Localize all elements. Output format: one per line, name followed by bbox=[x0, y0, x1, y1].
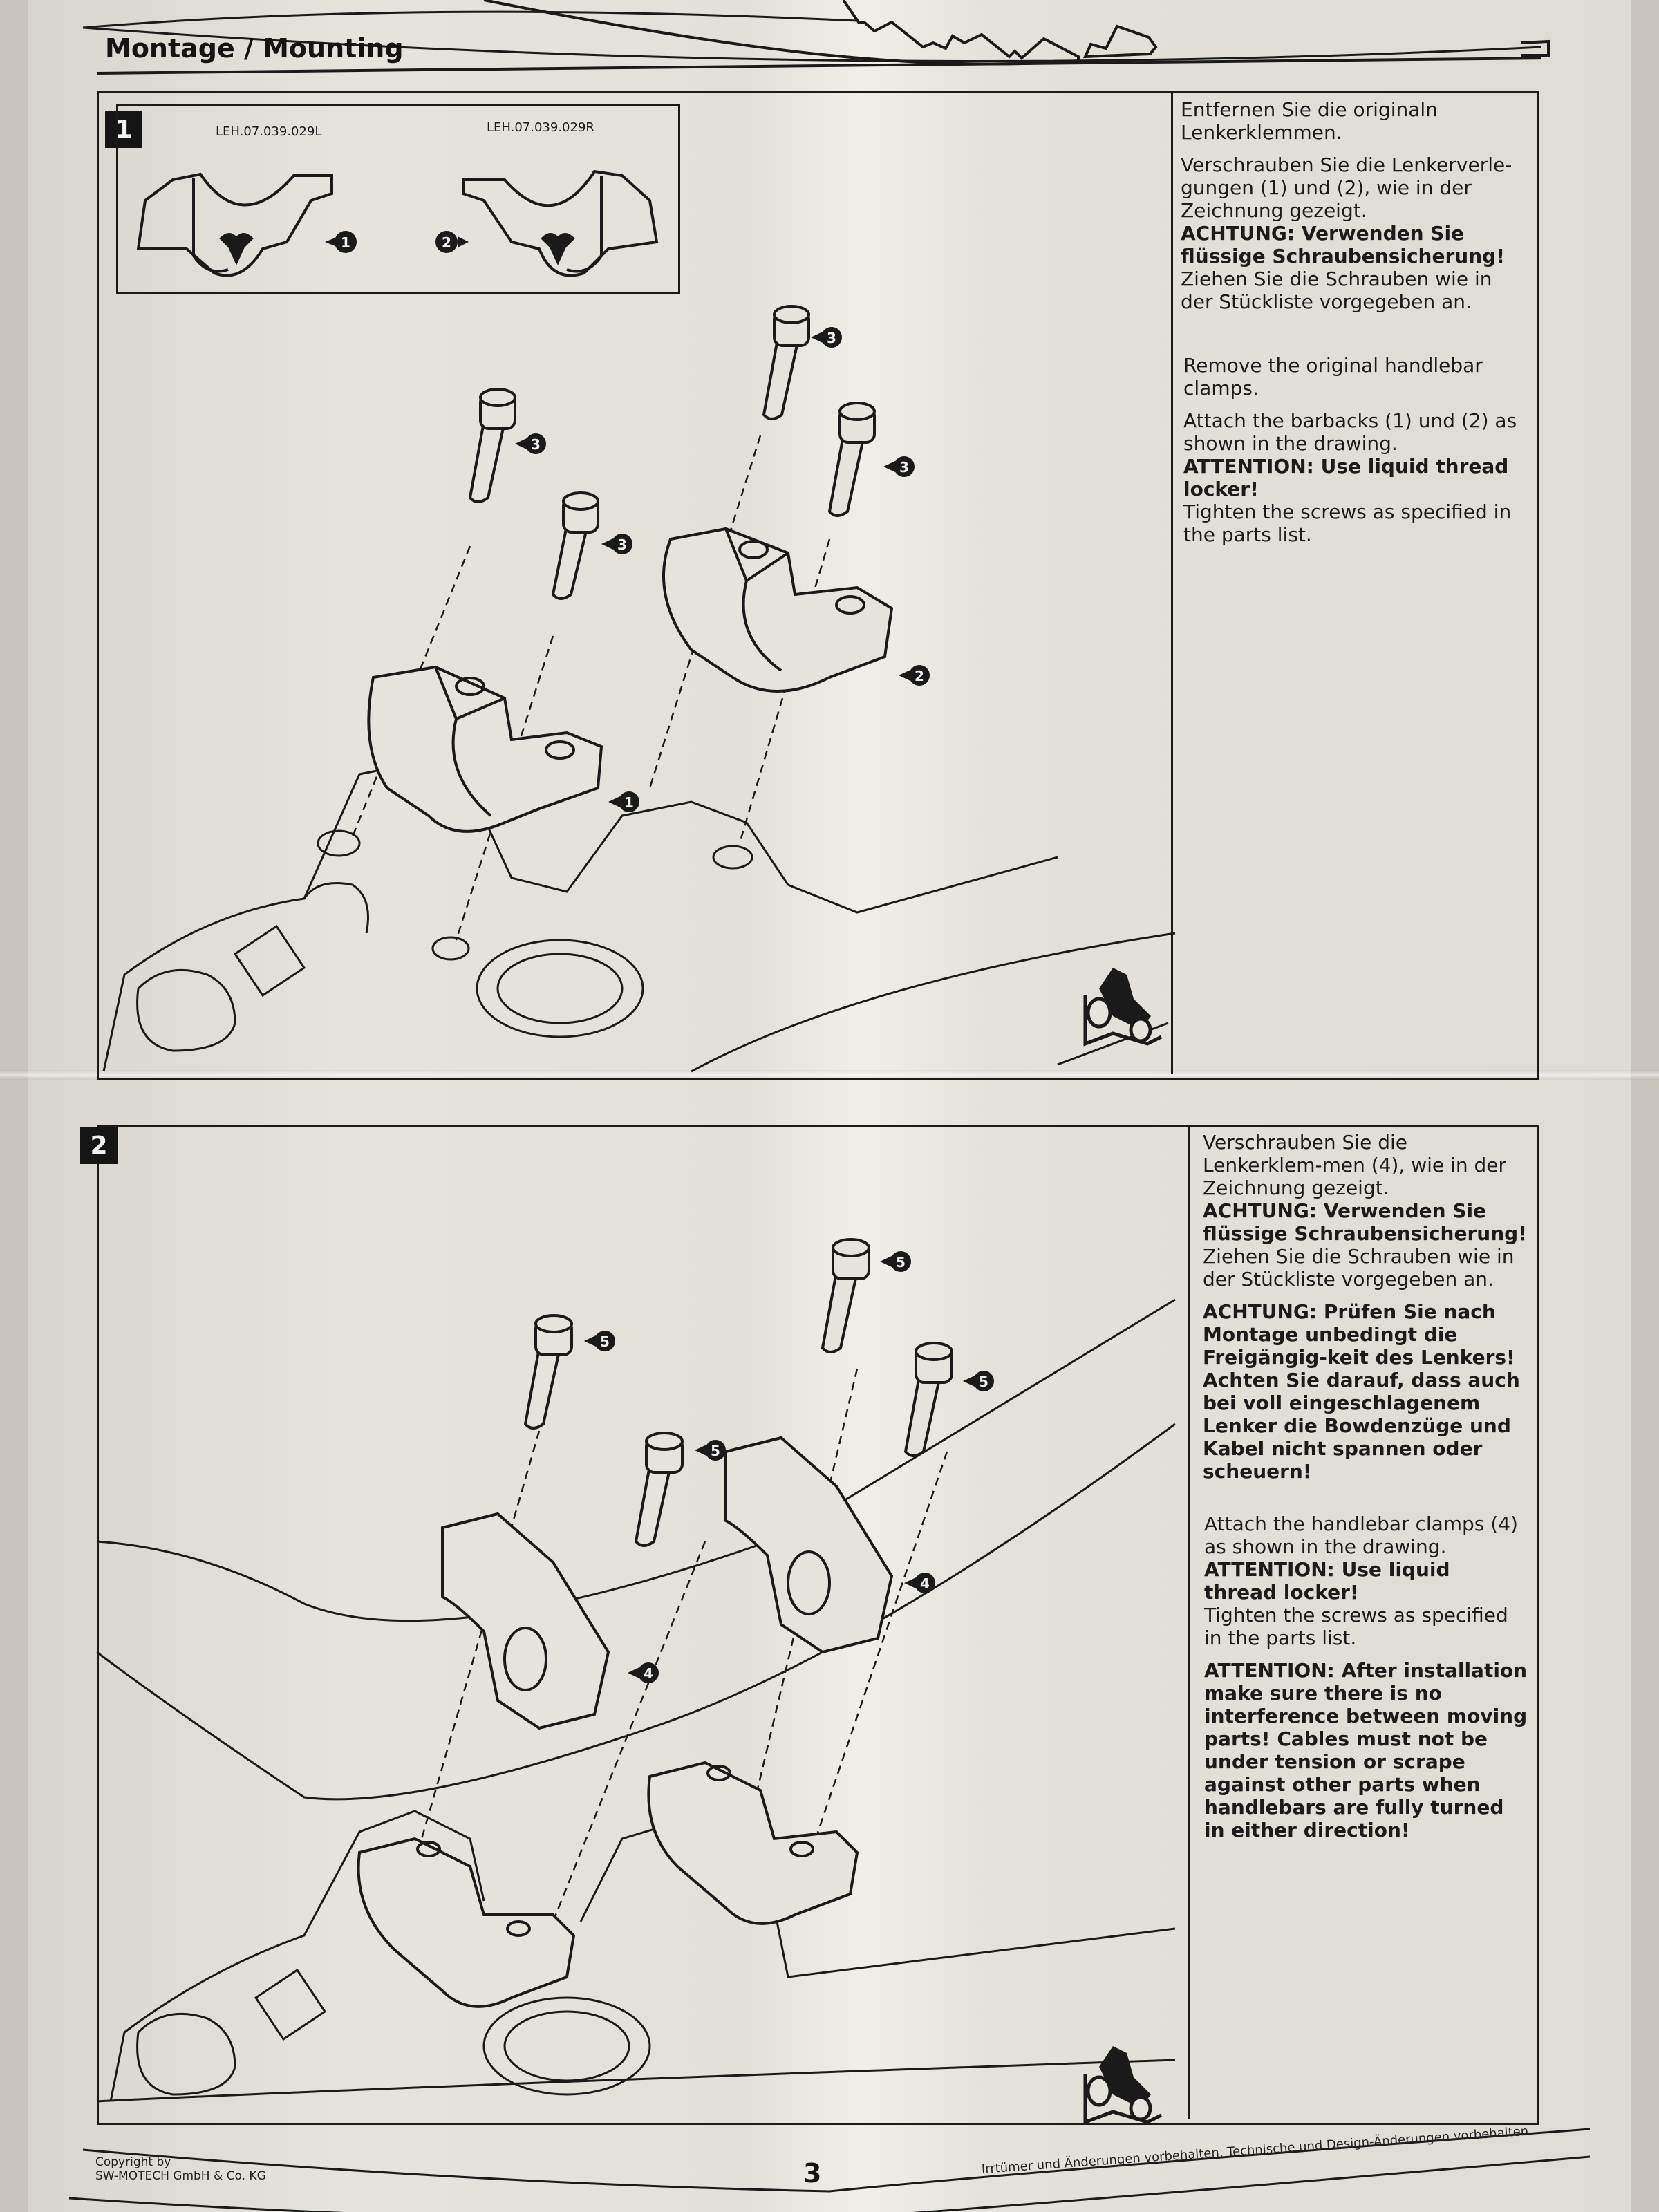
step-2-text-de: Verschrauben Sie die Lenkerklem-men (4),… bbox=[1203, 1131, 1528, 1492]
copyright-notice: Copyright by SW-MOTECH GmbH & Co. KG bbox=[95, 2155, 266, 2183]
warning-de-1: ACHTUNG: Verwenden Sie flüssige Schraube… bbox=[1203, 1199, 1527, 1245]
motorcycle-rider-icon bbox=[1083, 968, 1163, 1047]
copyright-line-1: Copyright by bbox=[95, 2155, 171, 2169]
callout-marker-icon: 4 bbox=[628, 1662, 659, 1683]
svg-text:4: 4 bbox=[920, 1575, 930, 1592]
step-2-assembly-drawing: 5 5 5 5 4 4 bbox=[96, 1238, 1176, 2125]
callout-marker-icon: 1 bbox=[608, 791, 639, 812]
installed-barbacks bbox=[357, 1761, 859, 2008]
warning-en-2: ATTENTION: After installation make sure … bbox=[1204, 1659, 1528, 1841]
callout-marker-icon: 3 bbox=[883, 456, 915, 477]
page-title: Montage / Mounting bbox=[105, 33, 404, 64]
screw-icon bbox=[762, 305, 810, 420]
callout-marker-icon: 5 bbox=[695, 1440, 726, 1461]
step-2-badge: 2 bbox=[80, 1127, 118, 1164]
callout-markers-step-2: 5 5 5 5 4 4 bbox=[584, 1251, 994, 1683]
instruction-de-1: Verschrauben Sie die Lenkerklem-men (4),… bbox=[1203, 1131, 1506, 1199]
callout-marker-icon: 3 bbox=[515, 433, 546, 454]
step-2-panel bbox=[97, 1125, 1539, 2125]
paper-fold bbox=[0, 1070, 1659, 1080]
screw-icon bbox=[551, 491, 599, 600]
callout-marker-icon: 5 bbox=[880, 1251, 911, 1272]
svg-text:3: 3 bbox=[899, 459, 909, 476]
copyright-line-2: SW-MOTECH GmbH & Co. KG bbox=[95, 2169, 266, 2183]
instruction-en-2: Tighten the screws as specified in the p… bbox=[1204, 1604, 1508, 1649]
screw-icon bbox=[468, 388, 516, 503]
svg-text:4: 4 bbox=[644, 1665, 653, 1682]
barback-left-icon bbox=[136, 172, 333, 277]
callout-2-icon: 2 bbox=[435, 231, 469, 253]
callout-1-icon: 1 bbox=[325, 231, 357, 253]
step-1-badge: 1 bbox=[105, 111, 142, 148]
svg-text:5: 5 bbox=[979, 1374, 988, 1390]
barback-1-drawing bbox=[367, 665, 603, 833]
barback-right-icon bbox=[462, 169, 659, 277]
svg-text:1: 1 bbox=[341, 234, 350, 251]
svg-text:1: 1 bbox=[624, 794, 634, 811]
callout-marker-icon: 3 bbox=[811, 327, 842, 348]
warning-de-1: ACHTUNG: Verwenden Sie flüssige Schraube… bbox=[1181, 222, 1505, 268]
callout-marker-icon: 2 bbox=[899, 665, 930, 686]
svg-text:5: 5 bbox=[600, 1333, 610, 1350]
screw-icon bbox=[827, 402, 876, 517]
callout-markers-step-1: 3 3 3 3 1 2 bbox=[515, 327, 930, 812]
part-code-left: LEH.07.039.029L bbox=[216, 124, 322, 139]
footer-wave-lines bbox=[68, 2128, 1591, 2212]
page-number: 3 bbox=[803, 2158, 822, 2188]
step-1-text-en: Remove the original handlebar clamps. At… bbox=[1183, 354, 1529, 556]
screws-step-1 bbox=[468, 305, 876, 600]
step-1-panel bbox=[97, 91, 1539, 1080]
barback-2-drawing bbox=[662, 527, 894, 693]
svg-text:2: 2 bbox=[442, 234, 451, 251]
instruction-de-2: Ziehen Sie die Schrauben wie in der Stüc… bbox=[1203, 1245, 1515, 1291]
text-column-divider bbox=[1171, 93, 1173, 1074]
svg-text:2: 2 bbox=[915, 668, 924, 684]
screw-icon bbox=[523, 1314, 573, 1430]
callout-marker-icon: 3 bbox=[601, 534, 632, 554]
screw-icon bbox=[903, 1342, 953, 1457]
instruction-en-2: Attach the barbacks (1) und (2) as shown… bbox=[1183, 409, 1517, 455]
instruction-en-1: Attach the handlebar clamps (4) as shown… bbox=[1204, 1512, 1518, 1558]
svg-text:3: 3 bbox=[531, 436, 541, 453]
screw-icon bbox=[821, 1238, 870, 1353]
warning-en-1: ATTENTION: Use liquid thread locker! bbox=[1204, 1558, 1450, 1604]
instruction-en-1: Remove the original handlebar clamps. bbox=[1183, 354, 1483, 400]
callout-marker-icon: 5 bbox=[963, 1371, 994, 1391]
text-column-divider bbox=[1188, 1127, 1190, 2119]
motorcycle-rider-icon bbox=[1083, 2046, 1163, 2125]
barback-parts-illustration: 1 2 bbox=[136, 169, 659, 277]
step-1-text-de: Entfernen Sie die originaln Lenkerklemme… bbox=[1181, 98, 1526, 323]
part-code-right: LEH.07.039.029R bbox=[487, 120, 594, 135]
step-2-text-en: Attach the handlebar clamps (4) as shown… bbox=[1204, 1512, 1529, 1851]
step-1-assembly-drawing: 3 3 3 3 1 2 bbox=[102, 305, 1176, 1073]
screw-icon bbox=[634, 1432, 684, 1547]
instruction-de-3: Ziehen Sie die Schrauben wie in der Stüc… bbox=[1181, 268, 1492, 313]
svg-text:5: 5 bbox=[896, 1254, 906, 1271]
warning-de-2: ACHTUNG: Prüfen Sie nach Montage unbedin… bbox=[1203, 1300, 1520, 1483]
parts-preview-box bbox=[116, 104, 680, 294]
instruction-de-1: Entfernen Sie die originaln Lenkerklemme… bbox=[1181, 98, 1438, 144]
screws-step-2 bbox=[523, 1238, 953, 1547]
warning-en-1: ATTENTION: Use liquid thread locker! bbox=[1183, 455, 1509, 500]
instruction-de-2: Verschrauben Sie die Lenkerverle-gungen … bbox=[1181, 153, 1512, 222]
callout-marker-icon: 4 bbox=[904, 1573, 935, 1593]
handlebar-clamps-4 bbox=[441, 1436, 894, 1730]
svg-text:3: 3 bbox=[827, 330, 836, 346]
mountain-skyline-decoration bbox=[82, 0, 1550, 66]
callout-marker-icon: 5 bbox=[584, 1331, 615, 1351]
svg-text:5: 5 bbox=[711, 1443, 720, 1459]
instruction-en-3: Tighten the screws as specified in the p… bbox=[1183, 500, 1512, 546]
svg-text:3: 3 bbox=[617, 536, 627, 553]
